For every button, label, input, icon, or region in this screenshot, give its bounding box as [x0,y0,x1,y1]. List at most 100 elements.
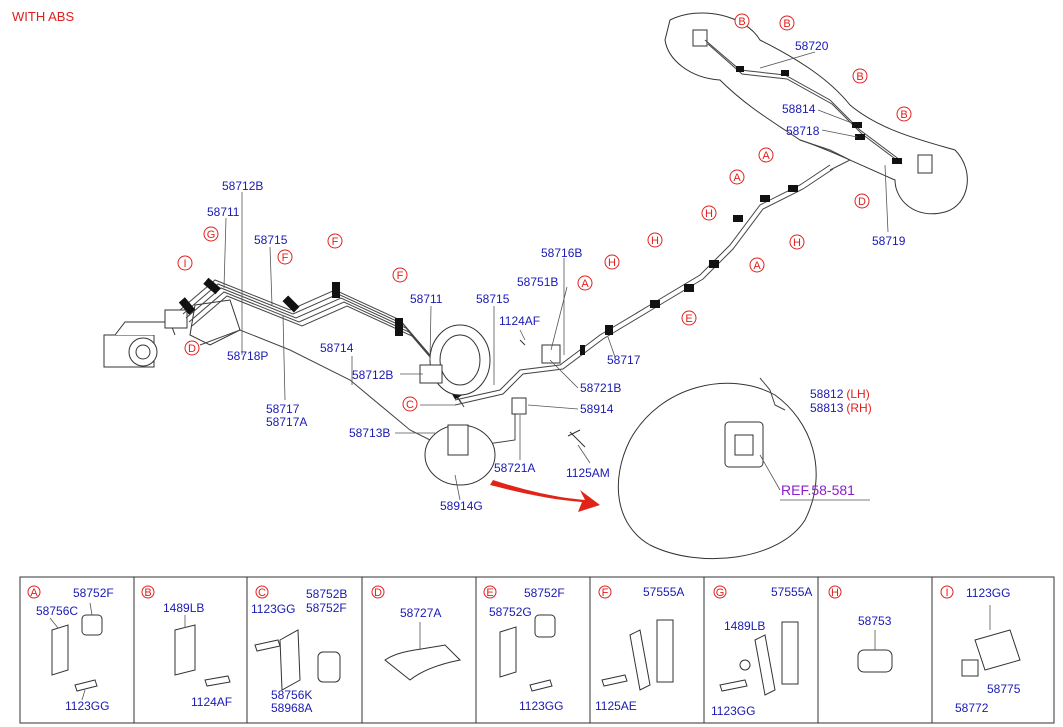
diagram-title: WITH ABS [12,9,74,24]
callout-b-1: B [779,15,795,31]
label-58717-left: 58717 [266,402,300,416]
leader-lines [223,51,889,501]
legend-letter-h: H [831,587,839,599]
svg-text:H: H [651,235,659,247]
bolt-1125am [567,429,586,448]
callout-f-15: F [277,249,293,265]
svg-text:H: H [793,237,801,249]
legend-f-part-2: 1125AE [595,699,637,713]
legend-g-part-3: 1123GG [711,704,755,718]
legend-cell-c: C 58752B 1123GG 58752F 58756K 58968A [251,585,347,715]
callout-h-7: H [701,205,717,221]
legend-cell-g: G 57555A 1489LB 1123GG [711,585,812,718]
label-58721b: 58721B [580,381,621,395]
svg-text:H: H [608,257,616,269]
legend-cell-e: E 58752F 58752G 1123GG [483,585,565,713]
label-1124af: 1124AF [499,314,540,328]
callout-d-19: D [184,340,200,356]
legend-letter-a: A [30,587,38,599]
legend-i-part-3: 58772 [955,701,989,715]
svg-text:B: B [856,71,863,83]
callout-a-6: A [758,147,774,163]
legend-cell-i: I 1123GG 58775 58772 [940,585,1021,715]
label-58714: 58714 [320,341,354,355]
callout-b-2: B [852,68,868,84]
reference-arrow [490,480,600,512]
part-labels: 58720 58814 58718 58719 58716B 58751B 11… [207,39,906,513]
callout-h-12: H [789,234,805,250]
legend-h-part-1: 58753 [858,614,892,628]
legend-e-part-3: 1123GG [519,699,563,713]
legend-letter-e: E [486,587,493,599]
ref-label: REF.58-581 [781,482,855,498]
legend-letter-c: C [258,587,266,599]
svg-text:D: D [858,196,866,208]
label-58813: 58813(RH) [810,401,872,415]
legend-letter-g: G [716,587,725,599]
svg-text:A: A [733,172,741,184]
svg-text:B: B [900,109,907,121]
svg-text:I: I [183,258,186,270]
svg-text:B: B [738,16,745,28]
callout-d-4: D [854,193,870,209]
bolt-1124af [519,339,526,346]
legend-cell-a: A 58752F 58756C 1123GG [27,585,114,713]
svg-text:A: A [762,150,770,162]
label-58715-left: 58715 [254,233,288,247]
legend-e-part-1: 58752F [524,586,565,600]
label-58718p: 58718P [227,349,268,363]
label-58721a: 58721A [494,461,535,475]
callout-b-3: B [896,106,912,122]
label-58718: 58718 [786,124,820,138]
legend-letter-d: D [374,587,382,599]
svg-text:B: B [783,18,790,30]
label-58716b: 58716B [541,246,582,260]
label-58914g: 58914G [440,499,483,513]
legend-i-part-2: 58775 [987,682,1021,696]
legend-cell-b: B 1489LB 1124AF [141,585,232,709]
legend-b-part-2: 1124AF [191,695,232,709]
label-58713b: 58713B [349,426,390,440]
svg-text:F: F [332,236,339,248]
callout-e-11: E [681,310,697,326]
front-brake-left [424,424,496,486]
joint-58914 [511,397,527,415]
legend-c-part-5: 58968A [271,701,312,715]
callout-f-16: F [392,267,408,283]
callout-g-17: G [203,226,219,242]
legend-b-part-1: 1489LB [163,601,204,615]
legend-g-part-1: 57555A [771,585,812,599]
legend-d-part-1: 58727A [400,606,441,620]
svg-text:A: A [753,260,761,272]
legend-f-part-1: 57555A [643,585,684,599]
label-58712b-lower: 58712B [352,368,393,382]
callout-a-5: A [729,169,745,185]
svg-text:F: F [282,252,289,264]
legend-a-part-1: 58752F [73,586,114,600]
callout-i-18: I [177,255,193,271]
callout-c-20: C [402,396,418,412]
label-58711-right: 58711 [410,292,443,306]
legend-g-part-2: 1489LB [724,619,765,633]
callout-b-0: B [734,13,750,29]
reference-bubble [617,377,870,560]
label-58812: 58812(LH) [810,387,870,401]
label-58712b-top: 58712B [222,179,263,193]
legend-c-part-1: 58752B [306,587,347,601]
label-58717-right: 58717 [607,353,641,367]
svg-text:C: C [406,399,414,411]
joint-58751b [541,344,561,364]
svg-text:D: D [188,343,196,355]
callout-a-8: A [749,257,765,273]
legend-a-part-2: 58756C [36,604,78,618]
callout-f-14: F [327,233,343,249]
callout-h-10: H [604,254,620,270]
rear-axle [664,12,968,215]
label-58751b: 58751B [517,275,558,289]
label-58720: 58720 [795,39,829,53]
legend-letter-b: B [144,587,151,599]
label-58719: 58719 [872,234,906,248]
